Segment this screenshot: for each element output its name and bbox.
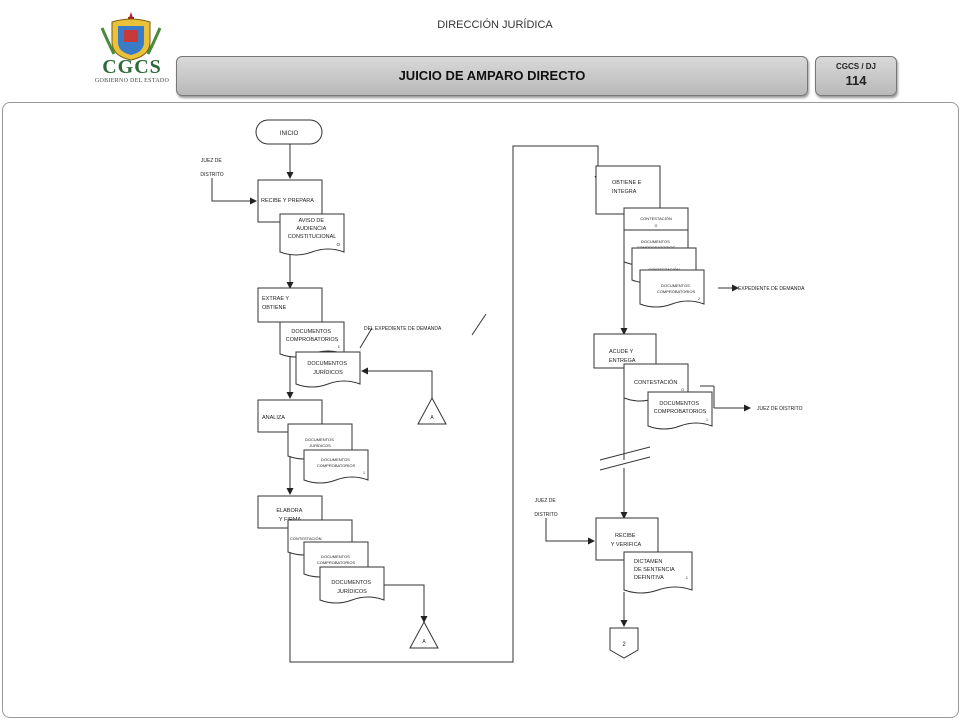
- svg-text:O: O: [681, 388, 684, 392]
- diagram-frame: [2, 102, 959, 718]
- svg-text:A: A: [422, 639, 426, 645]
- offpage-connector-2: 2: [609, 627, 639, 659]
- svg-text:DOCUMENTOS COMPROBATORIO: DOCUMENTOS COMPROBATORIOS: [317, 554, 356, 565]
- process-obtiene-integra: OBTIENE E INTEGRA: [595, 165, 661, 215]
- svg-text:DOCUMENTOS COMPROBATORIO: DOCUMENTOS COMPROBATORIOS: [654, 401, 707, 415]
- actor-juez-distrito-1: JUEZ DE DISTRITO: [200, 158, 223, 178]
- svg-text:2: 2: [622, 642, 626, 648]
- svg-text:2: 2: [698, 297, 700, 301]
- procedure-code-box: CGCS / DJ 114: [815, 56, 897, 96]
- logo-text: CGCS: [102, 56, 162, 78]
- document-docs-comprobatorios-2: DOCUMENTOS COMPROBATORIOS 1: [303, 449, 369, 484]
- svg-text:DOCUMENTOS COMPROBATORIO: DOCUMENTOS COMPROBATORIOS: [317, 457, 356, 468]
- page-title: JUICIO DE AMPARO DIRECTO: [398, 68, 586, 83]
- svg-text:1: 1: [363, 471, 365, 475]
- svg-text:OBTIENE E INTEGRA: OBTIENE E INTEGRA: [612, 180, 643, 195]
- svg-text:A: A: [430, 415, 434, 421]
- label-del-expediente: DEL EXPEDIENTE DE DEMANDA: [364, 326, 442, 332]
- document-docs-comprobatorios-5: DOCUMENTOS COMPROBATORIOS 2: [639, 269, 705, 308]
- svg-text:O: O: [336, 242, 340, 247]
- svg-text:RECIBE Y PREPARA: RECIBE Y PREPARA: [261, 198, 314, 204]
- svg-text:DOCUMENTOS JURÍDICOS: DOCUMENTOS JURÍDICOS: [331, 580, 372, 595]
- svg-text:DOCUMENTOS COMPROBATORIO: DOCUMENTOS COMPROBATORIOS: [657, 283, 696, 294]
- svg-text:1: 1: [686, 575, 689, 580]
- procedure-code-label: CGCS / DJ: [835, 62, 876, 71]
- svg-text:DOCUMENTOS JURÍDICOS: DOCUMENTOS JURÍDICOS: [307, 361, 348, 376]
- procedure-code-number: 114: [845, 73, 867, 88]
- svg-text:1: 1: [706, 418, 708, 422]
- svg-text:EXTRAE Y OBTIENE: EXTRAE Y OBTIENE: [262, 296, 291, 311]
- svg-text:CONTESTACIÓN: CONTESTACIÓN: [290, 536, 322, 541]
- process-acude-entrega: ACUDE Y ENTREGA: [593, 333, 657, 369]
- document-docs-comprobatorios-6: DOCUMENTOS COMPROBATORIOS 1: [647, 391, 713, 430]
- start-label: INICIO: [280, 131, 299, 137]
- label-expediente-demanda: EXPEDIENTE DE DEMANDA: [738, 286, 805, 292]
- start-terminal: INICIO: [255, 119, 323, 145]
- process-extrae-obtiene: EXTRAE Y OBTIENE: [257, 287, 323, 323]
- title-bar: JUICIO DE AMPARO DIRECTO: [176, 56, 808, 96]
- svg-text:CONTESTACIÓN: CONTESTACIÓN: [640, 216, 672, 221]
- document-docs-juridicos-3: DOCUMENTOS JURÍDICOS: [319, 566, 385, 604]
- document-aviso-audiencia: AVISO DE AUDIENCIA CONSTITUCIONAL O: [279, 213, 345, 256]
- svg-text:ACUDE Y ENTREGA: ACUDE Y ENTREGA: [609, 349, 636, 364]
- offpage-connector-a-bottom: A: [409, 620, 439, 649]
- svg-text:O: O: [655, 224, 658, 228]
- label-juez-distrito-2: JUEZ DE DISTRITO: [757, 406, 803, 412]
- svg-text:RECIBE Y VERIFICA: RECIBE Y VERIFICA: [611, 533, 642, 548]
- logo-subtitle: GOBIERNO DEL ESTADO: [94, 78, 170, 84]
- actor-juez-distrito-3: JUEZ DE DISTRITO: [534, 498, 557, 518]
- svg-text:AVISO DE AUDIENCIA: AVISO DE AUDIENCIA CONSTITUCIONAL: [288, 218, 337, 240]
- document-docs-juridicos-1: DOCUMENTOS JURÍDICOS: [295, 351, 361, 388]
- offpage-connector-a-top: A: [417, 396, 447, 425]
- department-name: DIRECCIÓN JURÍDICA: [437, 19, 553, 31]
- svg-text:DOCUMENTOS JURÍDICOS: DOCUMENTOS JURÍDICOS: [305, 437, 335, 448]
- document-dictamen: DICTAMEN DE SENTENCIA DEFINITIVA 1: [623, 551, 693, 594]
- svg-text:1: 1: [338, 344, 341, 349]
- svg-text:DICTAMEN DE SENTENCIA: DICTAMEN DE SENTENCIA DEFINITIVA: [634, 559, 676, 581]
- svg-text:ANALIZA: ANALIZA: [262, 415, 285, 421]
- coat-of-arms-icon: [100, 12, 162, 61]
- svg-text:DOCUMENTOS COMPROBATORIO: DOCUMENTOS COMPROBATORIOS: [286, 329, 339, 343]
- svg-text:CONTESTACIÓN: CONTESTACIÓN: [634, 379, 677, 386]
